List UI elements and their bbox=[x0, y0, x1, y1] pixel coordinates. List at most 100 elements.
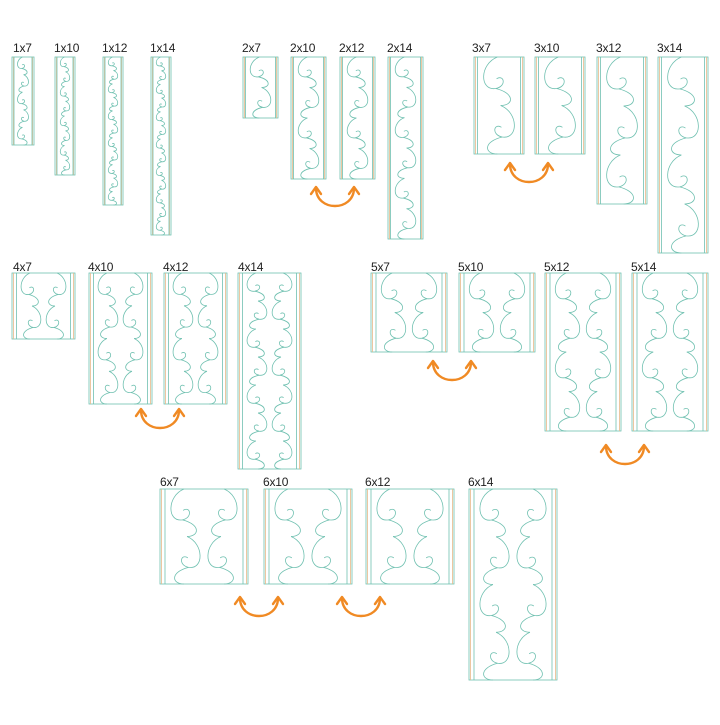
swirl-motif bbox=[650, 391, 668, 418]
swirl-motif bbox=[278, 440, 293, 460]
curved-double-arrow-icon bbox=[233, 595, 285, 618]
swirl-motif bbox=[490, 536, 510, 569]
pattern-block-1x7[interactable] bbox=[11, 56, 35, 146]
swirl-motif bbox=[271, 412, 286, 432]
swirl-motif bbox=[681, 351, 699, 379]
swirl-motif bbox=[129, 272, 144, 295]
swirl-motif bbox=[499, 312, 517, 339]
pattern-block-2x10[interactable] bbox=[290, 56, 327, 180]
pattern-block-3x14[interactable] bbox=[657, 56, 709, 254]
swirl-tail bbox=[111, 119, 117, 125]
size-label-1x12: 1x12 bbox=[102, 41, 128, 55]
swirl-tail bbox=[258, 76, 269, 88]
swirl-motif bbox=[59, 56, 67, 67]
block-frame bbox=[54, 56, 76, 176]
swirl-tail bbox=[618, 88, 634, 107]
swirl-tail bbox=[279, 430, 290, 442]
block-frame bbox=[237, 272, 302, 470]
size-label-5x14: 5x14 bbox=[631, 260, 657, 274]
swirl-tail bbox=[502, 298, 516, 313]
swirl-tail bbox=[495, 88, 511, 106]
pattern-block-4x14[interactable] bbox=[237, 272, 302, 470]
swirl-tail bbox=[390, 298, 404, 313]
swirl-tail bbox=[528, 567, 543, 585]
swirl-tail bbox=[205, 392, 216, 405]
size-label-4x12: 4x12 bbox=[163, 260, 189, 274]
size-label-6x7: 6x7 bbox=[160, 475, 179, 489]
swirl-motif bbox=[155, 84, 163, 94]
swirl-tail bbox=[205, 326, 216, 339]
pattern-block-6x7[interactable] bbox=[159, 488, 249, 585]
pattern-block-1x14[interactable] bbox=[150, 56, 172, 236]
curved-double-arrow-icon bbox=[426, 359, 478, 382]
block-frame bbox=[370, 272, 448, 353]
pattern-block-1x12[interactable] bbox=[102, 56, 124, 206]
pattern-block-4x10[interactable] bbox=[88, 272, 153, 405]
pattern-block-4x12[interactable] bbox=[163, 272, 228, 405]
block-frame bbox=[657, 56, 709, 254]
swirl-tail bbox=[157, 188, 163, 195]
swirl-motif bbox=[271, 356, 286, 376]
swirl-motif bbox=[278, 384, 293, 404]
pattern-block-3x10[interactable] bbox=[534, 56, 586, 155]
pattern-block-6x12[interactable] bbox=[365, 488, 455, 585]
swirl-tail bbox=[397, 227, 408, 240]
swirl-motif bbox=[376, 488, 396, 521]
swirl-tail bbox=[159, 65, 165, 72]
pattern-block-5x7[interactable] bbox=[370, 272, 448, 353]
pattern-block-6x10[interactable] bbox=[263, 488, 353, 585]
swirl-tail bbox=[483, 662, 498, 681]
swirl-motif bbox=[59, 145, 67, 156]
swirl-tail bbox=[388, 519, 403, 537]
swirl-motif bbox=[155, 138, 163, 149]
pattern-block-1x10[interactable] bbox=[54, 56, 76, 176]
pattern-block-3x7[interactable] bbox=[473, 56, 525, 155]
swirl-motif bbox=[641, 272, 659, 300]
swirl-motif bbox=[107, 83, 115, 94]
pattern-block-5x10[interactable] bbox=[458, 272, 536, 353]
swirl-motif bbox=[159, 207, 167, 217]
swirl-motif bbox=[17, 127, 25, 140]
swirl-tail bbox=[219, 566, 234, 585]
swirl-motif bbox=[411, 312, 429, 339]
size-label-1x10: 1x10 bbox=[54, 41, 80, 55]
swirl-tail bbox=[509, 337, 523, 353]
pattern-block-3x12[interactable] bbox=[596, 56, 648, 205]
swirl-tail bbox=[306, 137, 317, 149]
swirl-tail bbox=[556, 88, 572, 106]
swirl-tail bbox=[300, 167, 311, 180]
swirl-motif bbox=[650, 312, 668, 339]
size-label-6x12: 6x12 bbox=[365, 475, 391, 489]
size-label-4x14: 4x14 bbox=[238, 260, 264, 274]
pattern-block-2x12[interactable] bbox=[339, 56, 376, 180]
pattern-block-4x7[interactable] bbox=[11, 272, 76, 340]
swirl-tail bbox=[278, 566, 293, 585]
swirl-motif bbox=[354, 148, 369, 169]
swirl-motif bbox=[107, 110, 115, 120]
pattern-block-5x12[interactable] bbox=[544, 272, 622, 432]
swirl-tail bbox=[306, 76, 317, 88]
swirl-motif bbox=[667, 56, 688, 90]
swirl-motif bbox=[285, 536, 305, 568]
swirl-tail bbox=[671, 137, 687, 156]
pattern-block-6x14[interactable] bbox=[468, 488, 558, 681]
swirl-motif bbox=[563, 312, 581, 339]
pattern-block-5x14[interactable] bbox=[631, 272, 709, 432]
swirl-tail bbox=[417, 519, 432, 537]
size-label-6x14: 6x14 bbox=[468, 475, 494, 489]
swirl-motif bbox=[402, 208, 417, 229]
swirl-motif bbox=[104, 305, 119, 328]
swirl-tail bbox=[588, 298, 602, 313]
swirl-motif bbox=[389, 312, 407, 339]
swirl-tail bbox=[279, 374, 290, 386]
swirl-tail bbox=[111, 199, 117, 206]
swirl-motif bbox=[394, 117, 409, 138]
pattern-block-2x7[interactable] bbox=[242, 56, 279, 119]
swirl-motif bbox=[672, 312, 690, 339]
swirl-motif bbox=[278, 272, 293, 292]
swirl-motif bbox=[17, 56, 25, 69]
swirl-motif bbox=[27, 305, 42, 328]
swirl-motif bbox=[246, 272, 261, 292]
pattern-block-2x14[interactable] bbox=[387, 56, 424, 240]
swirl-tail bbox=[679, 186, 695, 205]
